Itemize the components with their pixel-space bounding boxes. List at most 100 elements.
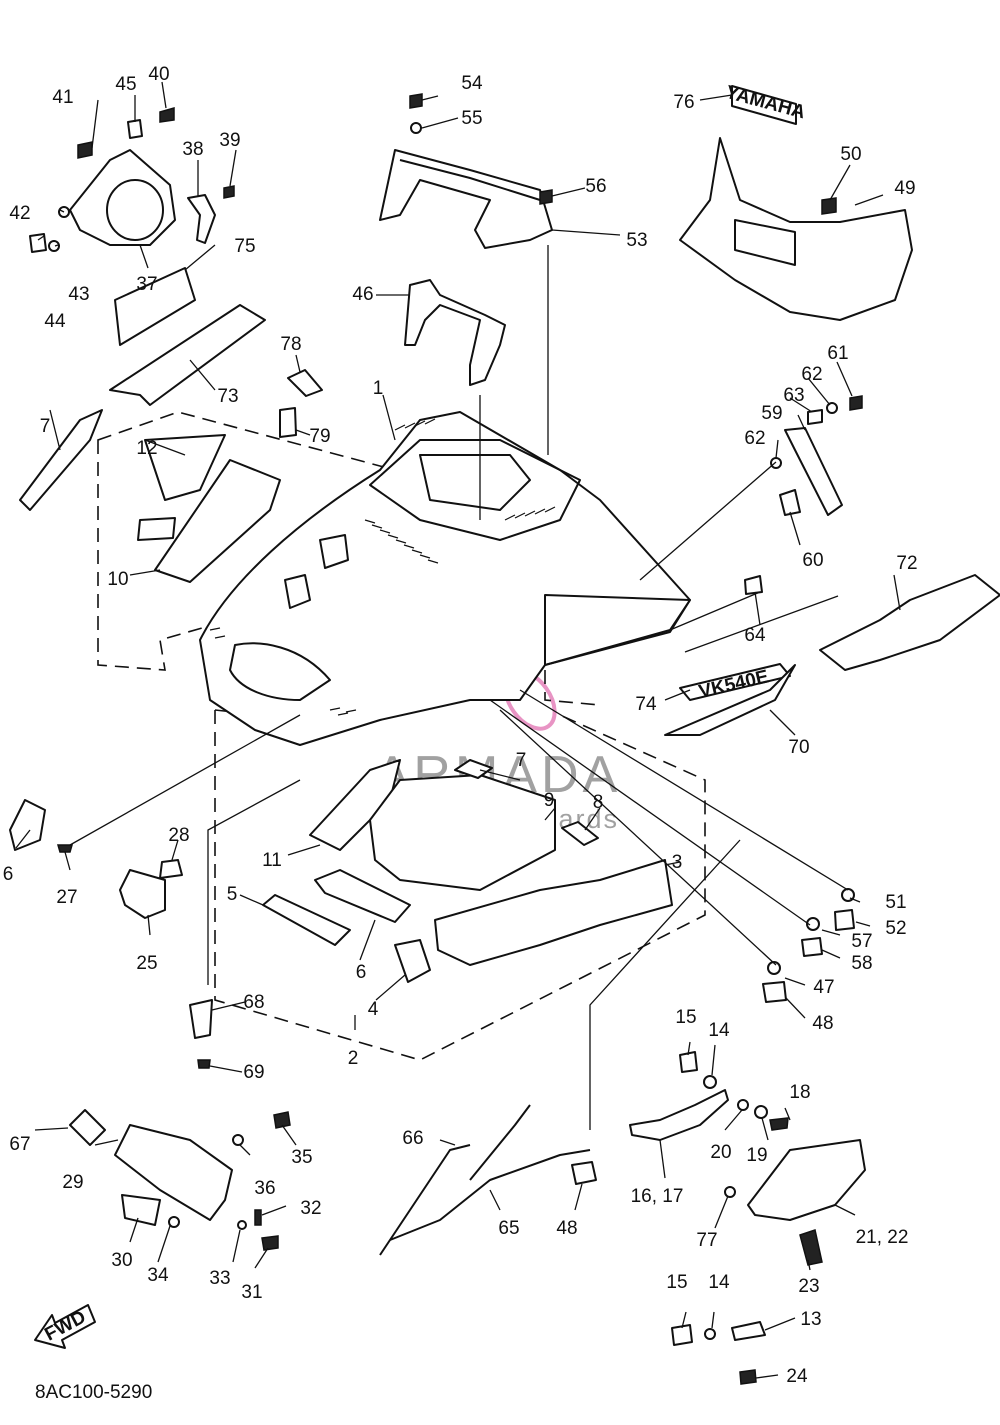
bracket-53-ridge bbox=[399, 159, 541, 201]
label-38: 38 bbox=[182, 139, 203, 160]
label-50: 50 bbox=[840, 144, 861, 165]
nut-28 bbox=[159, 859, 183, 879]
spring-66 bbox=[379, 1144, 471, 1256]
label-21: 21, 22 bbox=[856, 1227, 909, 1248]
label-27: 27 bbox=[56, 887, 77, 908]
label-13: 13 bbox=[800, 1309, 821, 1330]
label-75: 75 bbox=[234, 236, 255, 257]
hood-top-opening bbox=[419, 454, 531, 511]
headlight-21-22 bbox=[747, 1139, 866, 1221]
label-16: 16, 17 bbox=[631, 1186, 684, 1207]
screw-39 bbox=[223, 185, 235, 199]
emblem-plate bbox=[731, 85, 797, 125]
part-10 bbox=[154, 459, 281, 583]
part-79 bbox=[279, 407, 297, 438]
label-62a: 62 bbox=[801, 364, 822, 385]
panel-29 bbox=[114, 1124, 233, 1221]
label-33: 33 bbox=[209, 1268, 230, 1289]
washer-14-lower bbox=[704, 1328, 716, 1340]
pad-5 bbox=[262, 894, 351, 946]
label-52: 52 bbox=[885, 918, 906, 939]
part-labels: 1 2 3 4 5 6 6 7 7 8 9 10 11 12 13 14 14 … bbox=[3, 64, 918, 1387]
bracket-30 bbox=[121, 1194, 161, 1226]
label-20: 20 bbox=[710, 1142, 731, 1163]
hood-body bbox=[199, 411, 691, 746]
nut-19 bbox=[754, 1105, 768, 1119]
decal-74 bbox=[679, 663, 791, 701]
label-48a: 48 bbox=[812, 1013, 833, 1034]
label-53: 53 bbox=[626, 230, 647, 251]
label-56: 56 bbox=[585, 176, 606, 197]
part-9 bbox=[369, 774, 556, 891]
label-32: 32 bbox=[300, 1198, 321, 1219]
pad-67 bbox=[69, 1109, 106, 1146]
washer-62-upper bbox=[826, 402, 838, 414]
label-28: 28 bbox=[168, 825, 189, 846]
label-55: 55 bbox=[461, 108, 482, 129]
label-57: 57 bbox=[851, 931, 872, 952]
label-40: 40 bbox=[148, 64, 169, 85]
dashed-outline-lower bbox=[214, 710, 706, 1061]
cowl-49-window bbox=[734, 219, 796, 266]
label-51: 51 bbox=[885, 892, 906, 913]
washer-14-upper bbox=[703, 1075, 717, 1089]
label-31: 31 bbox=[241, 1282, 262, 1303]
label-63: 63 bbox=[783, 385, 804, 406]
nut-58 bbox=[801, 937, 823, 957]
label-10: 10 bbox=[107, 569, 128, 590]
nut-64 bbox=[744, 575, 763, 595]
label-15a: 15 bbox=[675, 1007, 696, 1028]
cable-65 bbox=[389, 1149, 591, 1241]
hood-front-vent bbox=[229, 642, 331, 701]
strip-7-left bbox=[19, 409, 103, 511]
grommet-15-upper bbox=[679, 1051, 698, 1073]
clip-50 bbox=[821, 197, 837, 215]
label-65: 65 bbox=[498, 1218, 519, 1239]
label-14a: 14 bbox=[708, 1020, 730, 1041]
diagram-code: 8AC100-5290 bbox=[35, 1382, 152, 1403]
label-76: 76 bbox=[673, 92, 694, 113]
label-34: 34 bbox=[147, 1265, 169, 1286]
washer-42 bbox=[58, 206, 70, 218]
bracket-6 bbox=[9, 799, 46, 851]
washer-34 bbox=[168, 1216, 180, 1228]
washer-77 bbox=[724, 1186, 736, 1198]
grommet-48-lower bbox=[571, 1161, 597, 1185]
label-78: 78 bbox=[280, 334, 301, 355]
duct-37-ring bbox=[106, 179, 164, 241]
screw-27 bbox=[57, 844, 73, 853]
label-24: 24 bbox=[786, 1366, 808, 1387]
label-73: 73 bbox=[217, 386, 238, 407]
label-8: 8 bbox=[593, 792, 604, 813]
label-42: 42 bbox=[9, 203, 30, 224]
strip-75 bbox=[114, 267, 196, 346]
leader-lines bbox=[15, 81, 901, 1379]
screw-35 bbox=[273, 1111, 291, 1129]
lever-59 bbox=[784, 427, 843, 516]
label-30: 30 bbox=[111, 1250, 132, 1271]
screw-54 bbox=[409, 93, 423, 109]
washer-43 bbox=[48, 240, 60, 252]
label-49: 49 bbox=[894, 178, 915, 199]
hood-louvers bbox=[209, 418, 556, 716]
screw-40 bbox=[159, 107, 175, 123]
label-19: 19 bbox=[746, 1145, 767, 1166]
screw-41 bbox=[77, 141, 93, 159]
clip-38 bbox=[187, 194, 216, 244]
windshield-bracket-53 bbox=[379, 149, 553, 249]
label-68: 68 bbox=[243, 992, 264, 1013]
pad-12 bbox=[137, 517, 176, 541]
label-35: 35 bbox=[291, 1147, 312, 1168]
washer-47 bbox=[767, 961, 781, 975]
label-7b: 7 bbox=[516, 750, 527, 771]
bracket-53-body bbox=[379, 149, 553, 249]
label-11: 11 bbox=[262, 850, 282, 871]
strip-73 bbox=[109, 304, 266, 406]
label-48b: 48 bbox=[556, 1218, 577, 1239]
part-78 bbox=[287, 369, 323, 397]
fwd-arrow-icon: FWD bbox=[34, 1304, 96, 1349]
bolt-18 bbox=[769, 1117, 789, 1131]
duct-37-body bbox=[69, 149, 176, 246]
label-37: 37 bbox=[136, 274, 157, 295]
